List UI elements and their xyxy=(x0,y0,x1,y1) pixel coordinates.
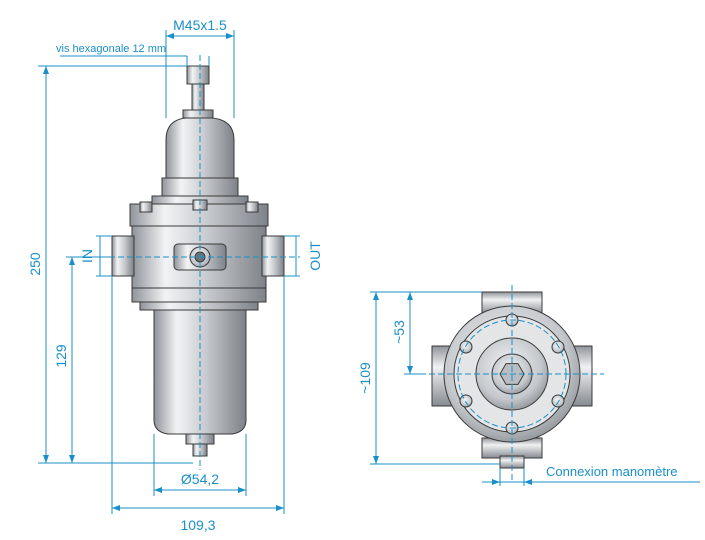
height-total-label: 250 xyxy=(27,252,43,276)
bowl-diameter-label: Ø54,2 xyxy=(181,471,219,487)
hex-screw-label: vis hexagonale 12 mm xyxy=(56,43,166,55)
outlet-label: OUT xyxy=(307,241,323,271)
gauge-port-label: Connexion manomètre xyxy=(546,464,678,479)
adjusting-screw xyxy=(186,65,210,85)
front-view xyxy=(100,55,300,470)
side-center-label: ~53 xyxy=(391,320,407,344)
height-inlet-label: 129 xyxy=(53,344,69,368)
thread-label: M45x1.5 xyxy=(173,17,227,33)
width-label: 109,3 xyxy=(180,517,215,533)
outlet-port xyxy=(261,235,285,277)
side-view xyxy=(420,285,604,480)
inlet-port xyxy=(111,235,135,277)
inlet-label: IN xyxy=(79,249,95,263)
side-depth-label: ~109 xyxy=(357,362,373,394)
dimension-lines xyxy=(38,30,700,514)
